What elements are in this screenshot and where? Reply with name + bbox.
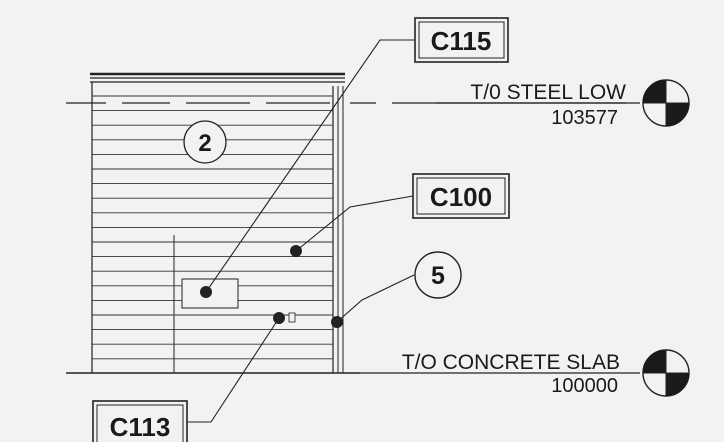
svg-text:T/O CONCRETE SLAB: T/O CONCRETE SLAB <box>402 351 620 374</box>
svg-text:T/0 STEEL LOW: T/0 STEEL LOW <box>470 81 626 104</box>
lower-level-label: T/O CONCRETE SLAB 100000 <box>402 351 620 397</box>
upper-level-label: T/0 STEEL LOW 103577 <box>436 81 626 129</box>
leader-dots <box>200 245 343 328</box>
detail-bubble-5: 5 <box>414 251 462 299</box>
tag-c113: C113 <box>92 400 188 442</box>
svg-text:C113: C113 <box>110 412 171 442</box>
leader-lines <box>187 39 415 423</box>
upper-level-elevation: 103577 <box>551 107 618 129</box>
svg-text:C100: C100 <box>430 182 492 212</box>
detail-bubble-2: 2 <box>183 120 227 164</box>
svg-text:5: 5 <box>431 262 445 290</box>
device-box <box>288 312 296 323</box>
dot-c100 <box>290 245 302 257</box>
upper-level-target-icon <box>642 79 690 127</box>
dot-c113 <box>273 312 285 324</box>
dot-detail-5 <box>331 316 343 328</box>
lower-level-target-icon <box>642 349 690 397</box>
tag-c115: C115 <box>414 17 509 63</box>
svg-text:2: 2 <box>198 130 211 157</box>
wall-panel <box>90 72 345 373</box>
lower-level-elevation: 100000 <box>551 375 618 397</box>
tag-c100: C100 <box>412 173 510 219</box>
dot-c115 <box>200 286 212 298</box>
svg-text:C115: C115 <box>431 26 492 56</box>
